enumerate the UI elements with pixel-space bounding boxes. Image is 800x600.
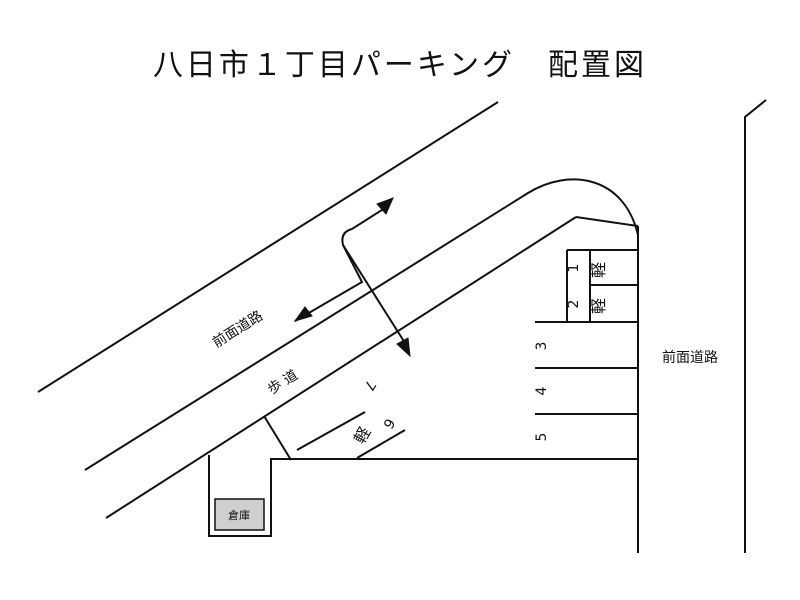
space-number-6: 6	[379, 415, 397, 431]
corner-edge-line	[575, 216, 639, 227]
road-outer-edge-line	[37, 101, 499, 393]
entry-line	[342, 244, 406, 344]
sidewalk-inner-edge-line	[105, 216, 577, 519]
sidewalk-cut-line	[263, 415, 292, 461]
road-diagonal-label: 前面道路	[209, 307, 265, 351]
space-type-6: 軽	[350, 424, 374, 447]
sidewalk-label: 歩 道	[265, 367, 301, 398]
space-divider-line	[356, 429, 406, 459]
space-number-1: 1	[566, 264, 582, 273]
road-right-label: 前面道路	[662, 349, 718, 366]
left-arrow-head-icon	[293, 306, 313, 322]
space-number-7: 7	[360, 377, 378, 393]
space-type-2: 軽	[589, 298, 608, 314]
up-arrow-head-icon	[376, 197, 394, 215]
down-arrow-head-icon	[396, 337, 411, 358]
space-divider-line	[296, 411, 366, 451]
space-number-3: 3	[534, 342, 550, 351]
sidewalk-outer-edge-line	[84, 178, 639, 471]
space-number-2: 2	[566, 300, 582, 309]
space-number-5: 5	[534, 433, 550, 442]
space-type-1: 軽	[589, 262, 608, 278]
warehouse-box	[214, 498, 265, 531]
right-road-boundary-line	[744, 99, 767, 553]
entrance-exit-path	[294, 207, 386, 322]
page-title: 八日市１丁目パーキング 配置図	[152, 48, 648, 83]
space-number-4: 4	[534, 386, 550, 395]
warehouse-outline	[208, 455, 288, 537]
warehouse-label: 倉庫	[228, 508, 250, 522]
